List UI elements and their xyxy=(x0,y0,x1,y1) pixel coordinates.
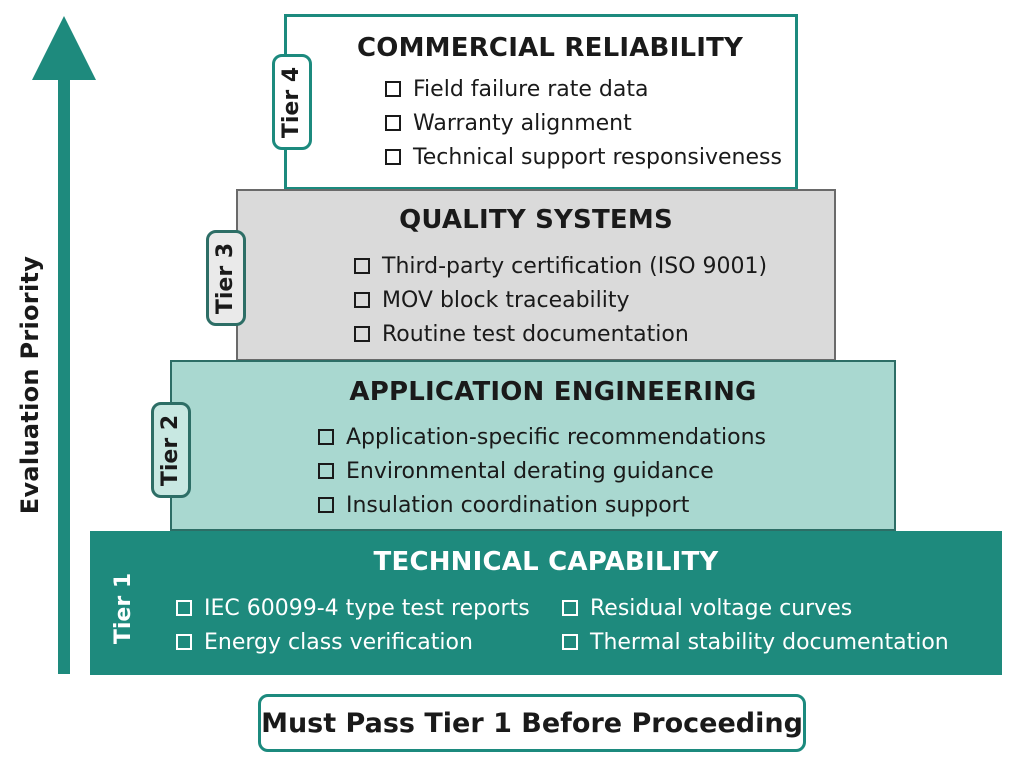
checklist-item-label: Insulation coordination support xyxy=(346,492,690,518)
tier-2-block: APPLICATION ENGINEERING Application-spec… xyxy=(170,360,896,531)
checkbox-icon xyxy=(176,634,192,650)
tier-2-checklist: Application-specific recommendations Env… xyxy=(318,420,766,522)
tier-4-badge-label: Tier 4 xyxy=(279,66,305,138)
tier-3-badge-label: Tier 3 xyxy=(213,242,239,314)
checkbox-icon xyxy=(354,326,370,342)
checklist-item: Residual voltage curves xyxy=(562,591,949,625)
tier-1-badge-label: Tier 1 xyxy=(111,572,137,644)
axis-label-wrap: Evaluation Priority xyxy=(10,256,50,514)
tier-1-title: TECHNICAL CAPABILITY xyxy=(373,547,719,577)
checklist-item-label: Residual voltage curves xyxy=(590,595,853,621)
tier-1-block: TECHNICAL CAPABILITY IEC 60099-4 type te… xyxy=(90,531,1002,675)
checkbox-icon xyxy=(354,292,370,308)
checklist-item: Energy class verification xyxy=(176,625,530,659)
checklist-item: Technical support responsiveness xyxy=(385,140,782,174)
tier-4-title: COMMERCIAL RELIABILITY xyxy=(357,33,744,63)
checklist-item: Insulation coordination support xyxy=(318,488,766,522)
tier-3-title: QUALITY SYSTEMS xyxy=(399,205,673,235)
checklist-item-label: Routine test documentation xyxy=(382,321,689,347)
checklist-item-label: Field failure rate data xyxy=(413,76,649,102)
evaluation-priority-axis xyxy=(28,14,100,676)
checklist-item: Warranty alignment xyxy=(385,106,782,140)
tier-1-badge: Tier 1 xyxy=(104,560,144,656)
tier-1-checklist-left: IEC 60099-4 type test reports Energy cla… xyxy=(176,591,530,659)
checkbox-icon xyxy=(354,258,370,274)
tier-1-checklist-right: Residual voltage curves Thermal stabilit… xyxy=(562,591,949,659)
tier-3-block: QUALITY SYSTEMS Third-party certificatio… xyxy=(236,189,836,361)
requirement-banner-text: Must Pass Tier 1 Before Proceeding xyxy=(261,707,803,739)
up-arrow-icon xyxy=(32,16,96,674)
checkbox-icon xyxy=(385,81,401,97)
checkbox-icon xyxy=(318,429,334,445)
checklist-item-label: Thermal stability documentation xyxy=(590,629,949,655)
requirement-banner: Must Pass Tier 1 Before Proceeding xyxy=(258,694,806,752)
checkbox-icon xyxy=(385,115,401,131)
checkbox-icon xyxy=(562,600,578,616)
checklist-item-label: MOV block traceability xyxy=(382,287,630,313)
tier-3-checklist: Third-party certification (ISO 9001) MOV… xyxy=(354,249,767,351)
checklist-item-label: Application-specific recommendations xyxy=(346,424,767,450)
checkbox-icon xyxy=(385,149,401,165)
checklist-item-label: Third-party certification (ISO 9001) xyxy=(382,253,768,279)
checklist-item-label: IEC 60099-4 type test reports xyxy=(204,595,530,621)
checklist-item: Field failure rate data xyxy=(385,72,782,106)
checklist-item-label: Energy class verification xyxy=(204,629,473,655)
checklist-item-label: Environmental derating guidance xyxy=(346,458,714,484)
checkbox-icon xyxy=(318,497,334,513)
checklist-item: IEC 60099-4 type test reports xyxy=(176,591,530,625)
checklist-item: Third-party certification (ISO 9001) xyxy=(354,249,767,283)
tier-4-badge: Tier 4 xyxy=(272,54,312,150)
tier-3-badge: Tier 3 xyxy=(206,230,246,326)
tier-2-badge-label: Tier 2 xyxy=(158,414,184,486)
checklist-item: MOV block traceability xyxy=(354,283,767,317)
checklist-item: Routine test documentation xyxy=(354,317,767,351)
checkbox-icon xyxy=(562,634,578,650)
checkbox-icon xyxy=(318,463,334,479)
checkbox-icon xyxy=(176,600,192,616)
tier-2-title: APPLICATION ENGINEERING xyxy=(349,377,757,407)
checklist-item: Application-specific recommendations xyxy=(318,420,766,454)
tier-2-badge: Tier 2 xyxy=(151,402,191,498)
checklist-item: Thermal stability documentation xyxy=(562,625,949,659)
axis-label: Evaluation Priority xyxy=(16,255,44,515)
checklist-item: Environmental derating guidance xyxy=(318,454,766,488)
checklist-item-label: Warranty alignment xyxy=(413,110,632,136)
tier-4-block: COMMERCIAL RELIABILITY Field failure rat… xyxy=(284,14,798,190)
checklist-item-label: Technical support responsiveness xyxy=(413,144,782,170)
tier-4-checklist: Field failure rate data Warranty alignme… xyxy=(385,72,782,174)
